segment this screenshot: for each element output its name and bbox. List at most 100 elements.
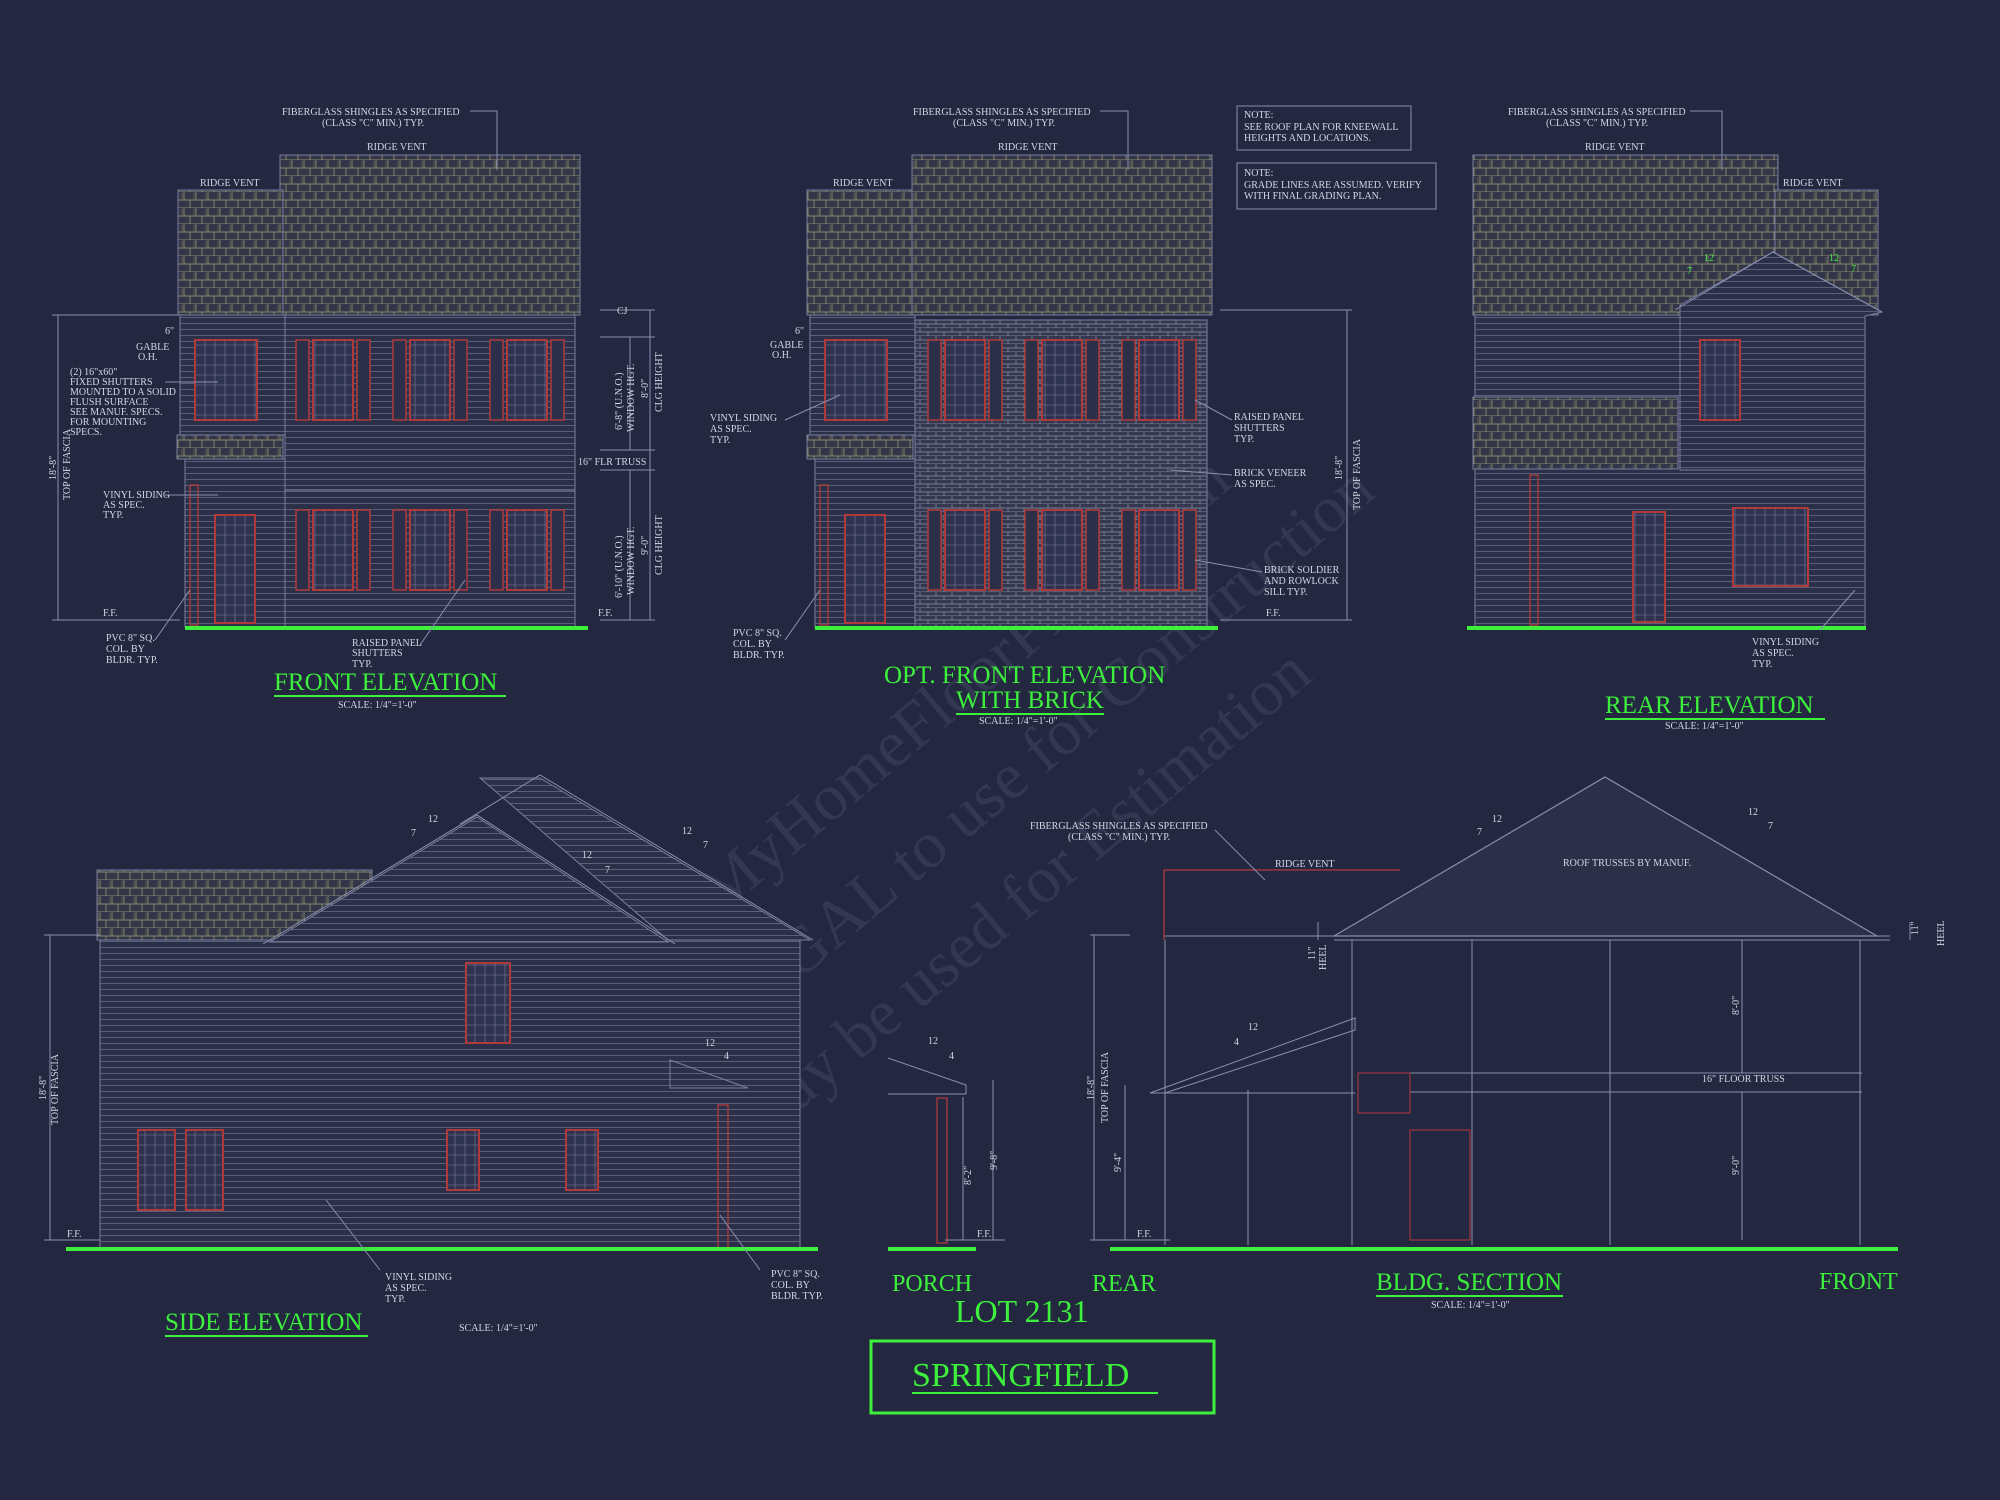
brick-shutter: [1085, 339, 1100, 421]
brick-entry-door: [844, 514, 886, 624]
front-shutter: [550, 509, 565, 591]
brick-soldier-note: BRICK SOLDIER: [1264, 565, 1340, 576]
front-pvc-note-2: COL. BY: [106, 644, 145, 655]
section-porch-pitch-run: 12: [1248, 1022, 1258, 1033]
section-shingles-note: FIBERGLASS SHINGLES AS SPECIFIED: [1030, 821, 1208, 832]
section-heel-label: HEEL: [1318, 944, 1329, 970]
side-elevation-title: SIDE ELEVATION: [165, 1309, 362, 1336]
front-shutter: [356, 339, 371, 421]
front-raised-note: RAISED PANEL: [352, 638, 422, 649]
side-pitch-rise-3: 7: [605, 865, 610, 876]
brick-raised-note-2: SHUTTERS: [1234, 423, 1285, 434]
brick-side-roof: [806, 189, 913, 316]
side-pitch-rise-2: 7: [703, 840, 708, 851]
brick-ridge-vent-label: RIDGE VENT: [998, 142, 1058, 153]
rear-ridge-vent-label: RIDGE VENT: [1585, 142, 1645, 153]
note-2-line-1: GRADE LINES ARE ASSUMED. VERIFY: [1244, 180, 1422, 191]
section-front-label: FRONT: [1819, 1269, 1898, 1295]
porch-dim-2: 9'-8": [989, 1151, 1000, 1170]
brick-shutter: [988, 339, 1003, 421]
brick-shutter: [1121, 339, 1136, 421]
section-dim-upper: 8'-0": [1731, 996, 1742, 1015]
section-floor-truss-label: 16" FLOOR TRUSS: [1702, 1074, 1785, 1085]
side-elevation: 12 7 12 7 12 7 12 4 VINYL SIDING AS SPEC…: [38, 774, 823, 1337]
side-porch-pitch-rise: 4: [724, 1051, 729, 1062]
building-section: FIBERGLASS SHINGLES AS SPECIFIED (CLASS …: [1030, 776, 1947, 1311]
section-fascia-label: TOP OF FASCIA: [1100, 1051, 1111, 1123]
front-shutter: [453, 339, 468, 421]
rear-elevation: FIBERGLASS SHINGLES AS SPECIFIED (CLASS …: [1467, 107, 1884, 732]
section-rear-label: REAR: [1092, 1271, 1156, 1297]
brick-fascia-dim: 18'-8": [1334, 456, 1345, 480]
brick-soldier-note-3: SILL TYP.: [1264, 587, 1307, 598]
front-ceiling-upper: 8'-0": [640, 379, 651, 398]
side-pvc-note-3: BLDR. TYP.: [771, 1291, 823, 1302]
front-ceiling-upper-label: CLG HEIGHT: [654, 352, 665, 412]
note-2-heading: NOTE:: [1244, 168, 1273, 179]
side-vinyl-note-3: TYP.: [385, 1294, 405, 1305]
front-window: [409, 509, 451, 591]
brick-raised-note-3: TYP.: [1234, 434, 1254, 445]
front-porch-roof: [176, 434, 284, 460]
section-porch-pitch-rise: 4: [1234, 1037, 1239, 1048]
side-pitch-rise: 7: [411, 828, 416, 839]
porch-dim-1: 8'-2": [963, 1166, 974, 1185]
brick-elevation: FIBERGLASS SHINGLES AS SPECIFIED (CLASS …: [710, 107, 1363, 727]
title-block: LOT 2131 SPRINGFIELD: [869, 1293, 1216, 1415]
rear-window-pair: [1732, 507, 1809, 587]
rear-ridge-vent-label-2: RIDGE VENT: [1783, 178, 1843, 189]
lot-number: LOT 2131: [955, 1293, 1089, 1329]
brick-window: [1041, 509, 1083, 591]
section-heel-label-2: HEEL: [1936, 920, 1947, 946]
side-gable-upper: [478, 777, 812, 941]
brick-shingles-note: FIBERGLASS SHINGLES AS SPECIFIED: [913, 107, 1091, 118]
front-gable-dim: 6": [165, 326, 174, 337]
front-porch-column: [189, 484, 199, 626]
side-window: [185, 1129, 224, 1211]
rear-porch-column: [1529, 474, 1539, 626]
brick-shutter: [1024, 509, 1039, 591]
brick-elevation-title-2: WITH BRICK: [956, 687, 1104, 714]
note-2-line-2: WITH FINAL GRADING PLAN.: [1244, 191, 1381, 202]
rear-porch-roof: [1472, 396, 1679, 470]
section-roof-truss: [1331, 776, 1880, 937]
front-ceiling-lower: 9'-0": [640, 536, 651, 555]
brick-vinyl-note-3: TYP.: [710, 435, 730, 446]
brick-vinyl-note-2: AS SPEC.: [710, 424, 752, 435]
front-ff-label: F.F.: [103, 608, 118, 619]
side-ff-label: F.F.: [67, 1229, 82, 1240]
brick-raised-note: RAISED PANEL: [1234, 412, 1304, 423]
front-shutter: [392, 339, 407, 421]
brick-scale: SCALE: 1/4"=1'-0": [979, 716, 1058, 727]
rear-scale: SCALE: 1/4"=1'-0": [1665, 721, 1744, 732]
brick-shutter: [1085, 509, 1100, 591]
side-pvc-note: PVC 8" SQ.: [771, 1269, 820, 1280]
plan-name: SPRINGFIELD: [912, 1357, 1129, 1394]
front-vinyl-note: VINYL SIDING: [103, 490, 170, 501]
side-pitch-run-2: 12: [682, 826, 692, 837]
front-window-height-upper-label: WINDOW HGT.: [626, 363, 637, 432]
side-fascia-label: TOP OF FASCIA: [50, 1053, 61, 1125]
rear-pitch-rise: 7: [1687, 266, 1692, 277]
brick-gable-label: GABLE: [770, 340, 803, 351]
side-vinyl-note-2: AS SPEC.: [385, 1283, 427, 1294]
front-shutter-note-3: MOUNTED TO A SOLID: [70, 387, 176, 398]
side-gable-rear: [268, 816, 670, 943]
front-window-height-upper: 6'-8" (U.N.O.): [614, 372, 625, 430]
note-1-line-1: SEE ROOF PLAN FOR KNEEWALL: [1244, 122, 1398, 133]
rear-door: [1632, 511, 1666, 623]
front-gable-label-2: O.H.: [138, 352, 157, 363]
brick-ridge-vent-label-2: RIDGE VENT: [833, 178, 893, 189]
side-window: [137, 1129, 176, 1211]
front-side-roof: [177, 189, 284, 316]
front-garage-window: [194, 339, 258, 421]
front-pvc-note-3: BLDR. TYP.: [106, 655, 158, 666]
brick-gable-label-2: O.H.: [772, 350, 791, 361]
note-box-1: [1236, 105, 1412, 151]
section-stair-lower: [1409, 1129, 1471, 1241]
front-fascia-dim: 18'-8": [48, 456, 59, 480]
rear-elevation-title: REAR ELEVATION: [1605, 692, 1814, 719]
front-elevation-title: FRONT ELEVATION: [274, 669, 497, 696]
front-ceiling-lower-label: CLG HEIGHT: [654, 515, 665, 575]
